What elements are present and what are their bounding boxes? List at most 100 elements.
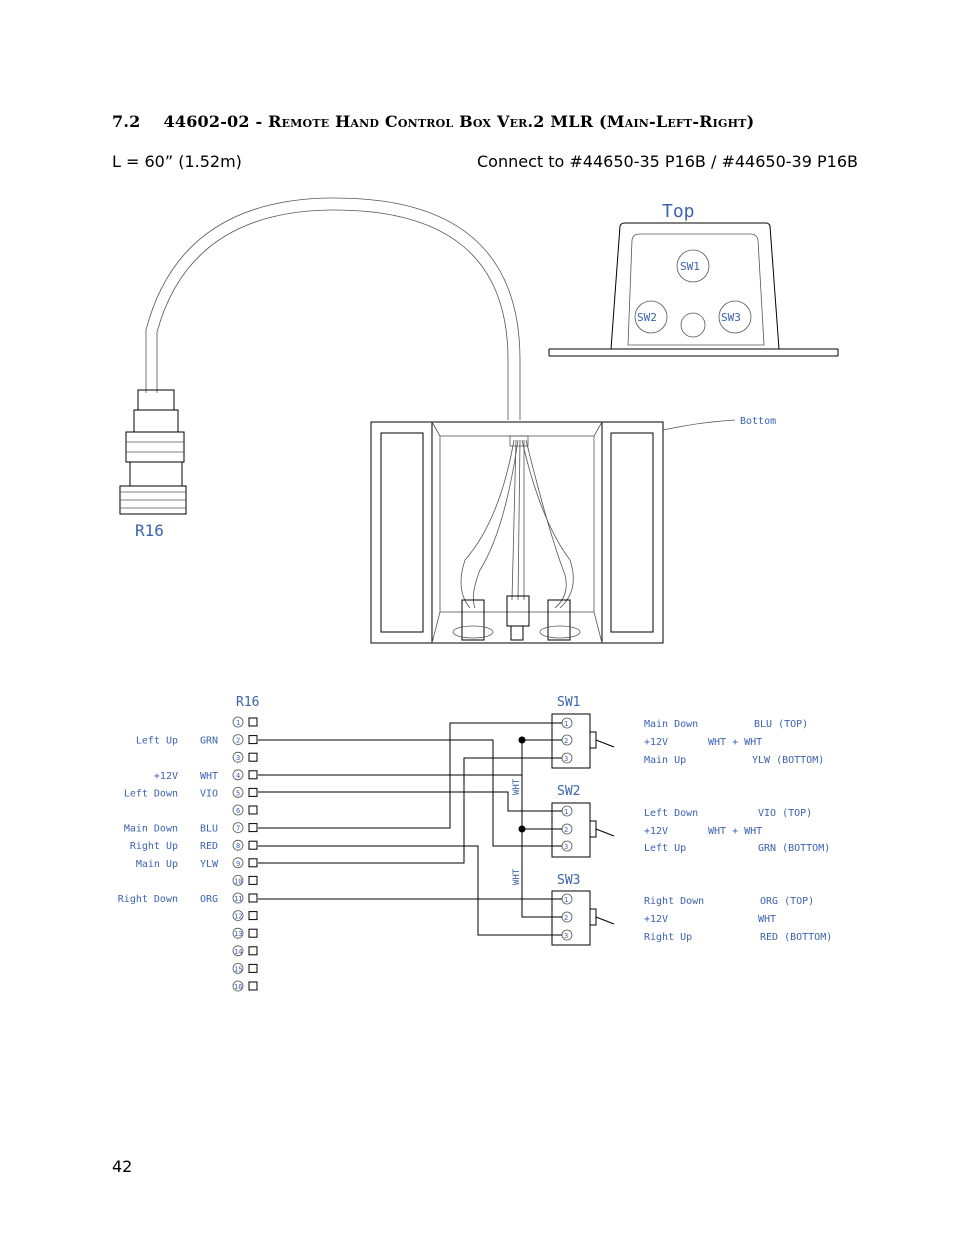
pin-function: Left Up [136,736,178,747]
r16-label: R16 [135,521,164,540]
pin-circle [232,892,244,904]
sw3-row-wire: WHT [758,914,776,925]
sw3-title: SW3 [557,873,580,888]
top-label: Top [662,201,695,222]
part-number: 44602-02 - [163,112,269,131]
cable [145,197,521,420]
pin-wire-color: YLW [200,859,219,870]
sw3-row-wire: ORG (TOP) [760,896,814,907]
sw2-row-wire: WHT + WHT [708,826,762,837]
connect-to: Connect to #44650-35 P16B / #44650-39 P1… [477,152,858,171]
sw3-row-fn: Right Up [644,932,692,943]
sw3-row-wire: RED (BOTTOM) [760,932,832,943]
pin-circle [232,963,244,974]
title-word: (Main-Left-Right) [599,112,755,131]
sw2-rows: Left Down VIO (TOP) +12V WHT + WHT Left … [644,808,830,854]
pin-number: 11 [234,895,242,903]
sw2-switch: SW2 1 2 3 [551,784,615,858]
bottom-label: Bottom [740,416,776,427]
sw2-label: SW2 [637,311,657,324]
pin-terminal [248,752,258,762]
sw3-switch: SW3 1 2 3 [551,873,615,946]
pin-wire-color: WHT [200,771,218,782]
pin-number: 4 [236,772,240,780]
top-view: Top SW1 SW2 SW3 [548,201,839,357]
sw2-title: SW2 [557,784,580,799]
sw3-pin: 3 [564,932,568,940]
pin-circle [232,769,244,781]
wht-wire-label: WHT [512,868,522,885]
pin-terminal [248,823,258,833]
pin-number: 5 [236,789,240,797]
pin-circle [232,716,244,728]
sw1-row-fn: +12V [644,737,668,748]
section-heading: 7.2 44602-02 - Remote Hand Control Box V… [112,112,754,131]
pin-function: Main Up [136,859,178,870]
pin-wire-color: ORG [200,894,218,905]
sw2-row-fn: Left Down [644,808,698,819]
pin-number: 6 [236,807,240,815]
pin-circle [232,751,244,763]
pin-terminal [248,717,258,727]
pin-circle [232,910,244,921]
sw3-label: SW3 [721,311,741,324]
pin-number: 15 [234,965,242,973]
pin-number: 9 [236,860,240,868]
pin-function: Right Up [130,841,178,852]
title-word: Ver.2 [496,112,545,131]
pin-circle [232,787,244,798]
pin-function: Right Down [118,894,178,905]
title-word: MLR [550,112,594,131]
sw1-row-wire: BLU (TOP) [754,719,808,730]
pin-terminal [248,770,258,780]
pin-terminal [248,875,258,885]
wht-wire-label: WHT [512,778,522,795]
pin-terminal [248,787,258,797]
pin-number: 7 [236,825,240,833]
pin-circle [232,734,244,745]
title-word: Control [384,112,454,131]
schematic-r16-title: R16 [236,695,259,710]
sw3-pin: 1 [564,896,568,904]
sw2-pin: 2 [564,826,568,834]
pin-function: +12V [154,771,178,782]
pin-circle [232,980,244,992]
sw1-switch: SW1 1 2 3 [551,695,615,769]
pin-terminal [248,805,258,815]
sw1-row-wire: WHT + WHT [708,737,762,748]
sw1-pin: 3 [564,755,568,763]
sw3-pin: 2 [564,914,568,922]
pin-wire-color: GRN [200,736,218,747]
pin-wire-color: VIO [200,788,218,799]
pin-number: 12 [234,913,242,921]
sw1-row-fn: Main Up [644,755,686,766]
sw2-row-fn: Left Up [644,843,686,854]
sw2-row-wire: GRN (BOTTOM) [758,843,830,854]
section-number: 7.2 [112,112,141,131]
sw1-pin: 1 [564,720,568,728]
pin-terminal [248,858,258,868]
pin-circle [232,857,244,869]
sw2-pin: 1 [564,808,568,816]
pin-terminal [248,840,258,850]
title-word: Hand [335,112,380,131]
pin-wire-color: BLU [200,824,218,835]
pin-terminal [248,911,258,921]
pin-terminal [248,963,258,973]
pin-circle [232,945,244,957]
pin-circle [232,927,244,939]
pin-number: 16 [234,983,242,991]
sw1-row-fn: Main Down [644,719,698,730]
pin-number: 14 [234,948,242,956]
sw1-row-wire: YLW (BOTTOM) [752,755,824,766]
sw3-row-fn: +12V [644,914,668,925]
sw1-pin: 2 [564,737,568,745]
sw1-rows: Main Down BLU (TOP) +12V WHT + WHT Main … [644,719,824,766]
sw3-rows: Right Down ORG (TOP) +12V WHT Right Up R… [644,896,832,943]
bottom-view: Bottom [370,416,776,644]
pin-number: 3 [236,754,240,762]
title-word: Remote [268,112,330,131]
pin-number: 8 [236,842,240,850]
